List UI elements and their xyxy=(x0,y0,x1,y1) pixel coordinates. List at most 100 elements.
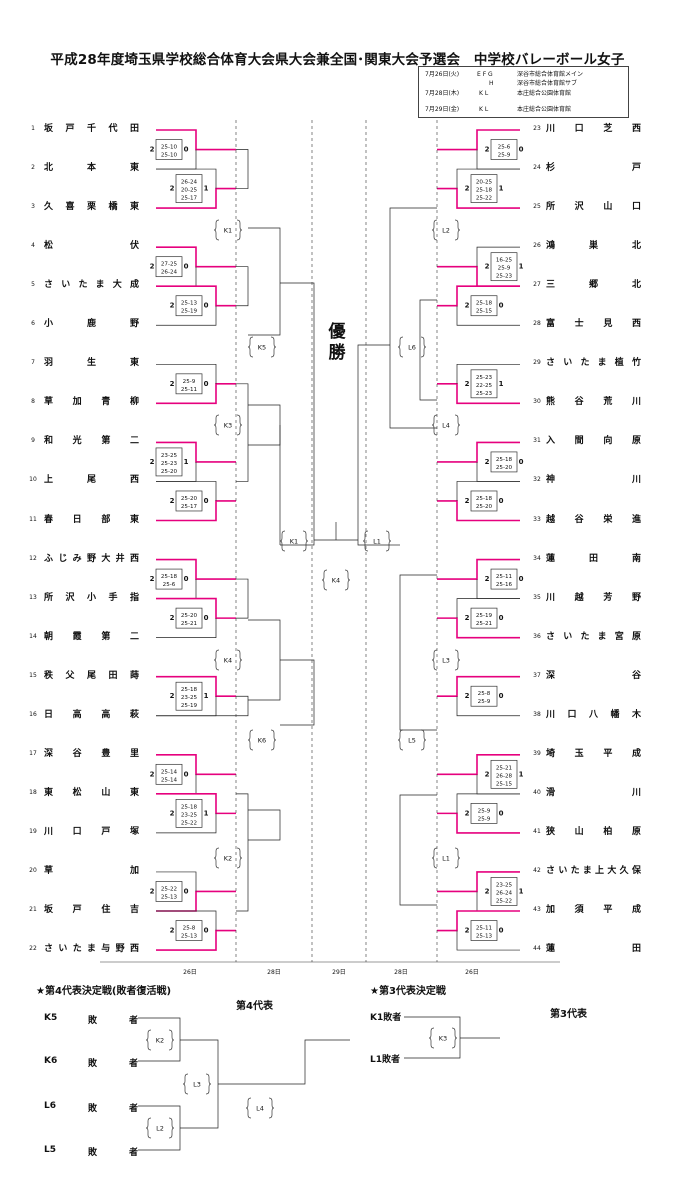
court-brace xyxy=(145,1029,175,1051)
set-score: 25-13 xyxy=(476,934,493,940)
rep4-entry-code: K6 xyxy=(44,1056,58,1066)
court-brace xyxy=(245,1097,275,1119)
court-brace xyxy=(428,1027,458,1049)
set-score: 22-25 xyxy=(476,383,493,389)
set-score: 25-20 xyxy=(181,496,198,502)
score-box xyxy=(490,877,518,906)
set-score: 25-18 xyxy=(476,188,493,194)
team-name: 松伏 xyxy=(44,241,139,252)
match-sets-b: 0 xyxy=(204,302,209,310)
schedule-date: 7月26日(火) xyxy=(425,71,460,78)
schedule-venue: 深谷市総合体育館サブ xyxy=(517,80,578,87)
day-label: 26日 xyxy=(183,969,197,976)
team-number: 4 xyxy=(31,242,35,250)
match-sets-b: 0 xyxy=(519,146,524,154)
team-number: 14 xyxy=(29,632,37,640)
score-box xyxy=(155,881,183,902)
bracket-line xyxy=(456,168,520,189)
team-name: 鴻巣北 xyxy=(546,241,641,252)
winner-line xyxy=(156,246,236,268)
rep4-title: ★第4代表決定戦(敗者復活戦) xyxy=(36,986,172,997)
match-sets-a: 2 xyxy=(485,458,490,466)
set-score: 25-11 xyxy=(476,926,493,932)
winner-line xyxy=(156,558,236,580)
rep4-entry-word: 敗者 xyxy=(88,1016,138,1026)
bracket-line xyxy=(156,168,217,189)
rep4-entry-word: 敗者 xyxy=(88,1059,138,1069)
set-score: 25-18 xyxy=(181,804,198,810)
match-sets-a: 2 xyxy=(485,263,490,271)
set-score: 25-16 xyxy=(496,582,513,588)
court-label: L2 xyxy=(156,1125,164,1133)
set-score: 25-9 xyxy=(498,266,511,272)
set-score: 25-23 xyxy=(161,461,178,467)
bracket-line xyxy=(156,363,217,384)
set-score: 16-25 xyxy=(496,258,513,264)
score-box xyxy=(175,295,203,317)
set-score: 23-25 xyxy=(161,453,178,459)
winner-line xyxy=(156,753,236,776)
bracket-line xyxy=(399,574,437,731)
court-label: K4 xyxy=(332,577,340,585)
set-score: 25-22 xyxy=(496,898,512,904)
team-name: 和光第二 xyxy=(44,436,139,447)
team-name: 川越芳野 xyxy=(546,592,641,603)
court-brace xyxy=(397,336,427,358)
bracket-line xyxy=(248,404,281,446)
match-sets-b: 0 xyxy=(499,302,504,310)
winner-line xyxy=(437,558,520,580)
team-name: 坂戸千代田 xyxy=(44,124,139,134)
score-box xyxy=(470,174,498,203)
team-name: 蓮田南 xyxy=(546,553,641,564)
winner-line xyxy=(437,187,520,209)
match-sets-a: 2 xyxy=(465,809,470,817)
match-sets-a: 2 xyxy=(465,185,470,193)
team-name: 入間向原 xyxy=(546,436,641,447)
team-number: 7 xyxy=(31,359,35,367)
team-number: 23 xyxy=(533,125,541,132)
winner-line xyxy=(437,285,520,307)
match-sets-a: 2 xyxy=(170,185,175,193)
schedule-courts: K L xyxy=(479,106,489,113)
day-label: 28日 xyxy=(267,969,281,976)
team-name: さいたま与野西 xyxy=(44,944,139,955)
team-name: さいたま大成 xyxy=(44,280,139,291)
bracket-line xyxy=(248,227,281,336)
set-score: 25-18 xyxy=(161,574,178,580)
team-number: 9 xyxy=(31,437,35,445)
page-title: 平成28年度埼玉県学校総合体育大会県大会兼全国･関東大会予選会 中学校バレーボー… xyxy=(50,52,625,68)
score-box xyxy=(490,568,518,590)
team-name: 北本東 xyxy=(44,163,139,174)
bracket-line xyxy=(456,481,520,501)
bracket-line xyxy=(419,299,437,401)
match-sets-a: 2 xyxy=(465,302,470,310)
team-number: 1 xyxy=(31,125,35,132)
team-name: 羽生東 xyxy=(44,358,139,369)
court-brace xyxy=(213,219,243,241)
set-score: 25-11 xyxy=(496,574,513,580)
court-brace xyxy=(431,414,461,436)
rep4-entry-code: L5 xyxy=(44,1145,56,1155)
bracket-line xyxy=(156,481,217,501)
team-name: さいたま上大久保 xyxy=(546,865,641,876)
match-sets-a: 2 xyxy=(485,770,490,778)
rep3-title: ★第3代表決定戦 xyxy=(370,986,446,997)
set-score: 25-18 xyxy=(496,457,513,463)
court-label: L3 xyxy=(442,657,450,665)
winner-line xyxy=(156,597,236,619)
set-score: 25-18 xyxy=(181,687,198,693)
match-sets-b: 0 xyxy=(184,575,189,583)
team-number: 32 xyxy=(533,476,541,484)
match-sets-b: 0 xyxy=(184,263,189,271)
court-label: L3 xyxy=(193,1081,201,1089)
bracket-line xyxy=(456,598,520,619)
winner-line xyxy=(437,500,520,522)
match-sets-b: 1 xyxy=(184,458,189,466)
team-number: 34 xyxy=(533,554,541,562)
set-score: 25-9 xyxy=(183,379,196,385)
team-name: 川口芝西 xyxy=(546,124,641,134)
team-name: 富士見西 xyxy=(546,319,641,330)
team-name: 坂戸住吉 xyxy=(44,905,139,915)
set-score: 25-23 xyxy=(496,274,513,280)
